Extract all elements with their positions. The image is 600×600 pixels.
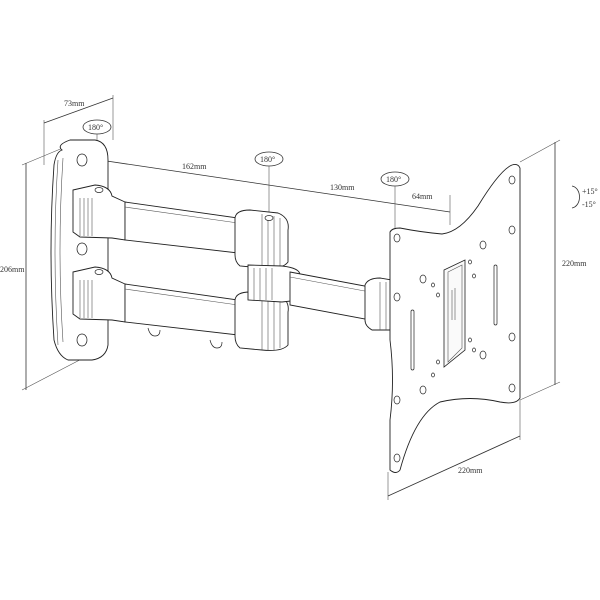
vesa-hole-icon xyxy=(508,332,516,342)
dim-wall-plate-depth: 73mm xyxy=(64,99,85,108)
vesa-hole-icon xyxy=(508,175,516,185)
vesa-hole-icon xyxy=(419,274,427,284)
dimension-lines xyxy=(21,95,561,500)
cable-clip-icon xyxy=(147,327,161,337)
wall-plate xyxy=(50,139,109,361)
rotation-callout-head: 180° xyxy=(380,171,410,232)
rotation-middle-pivot-label: 180° xyxy=(260,155,275,164)
dim-arm-segment-2: 130mm xyxy=(330,183,355,192)
dim-arm-segment-3: 64mm xyxy=(412,192,433,201)
tilt-arc-icon xyxy=(571,185,580,209)
vesa-slot-icon xyxy=(410,309,415,371)
forward-arm xyxy=(247,264,393,331)
tilt-up-label: +15° xyxy=(582,187,598,196)
rotation-callout-middle: 180° xyxy=(254,151,284,218)
vesa-hole-icon xyxy=(393,233,401,243)
tilt-indicator: +15° -15° xyxy=(571,185,598,209)
vesa-hole-icon xyxy=(419,385,427,395)
upper-arm xyxy=(72,184,289,269)
cable-clip-icon xyxy=(209,339,223,349)
wall-plate-hole-icon xyxy=(76,333,88,347)
dim-vesa-plate-width: 220mm xyxy=(458,466,483,475)
dim-wall-plate-height: 206mm xyxy=(0,265,25,274)
vesa-plate xyxy=(389,163,521,473)
vesa-hole-icon xyxy=(508,383,516,393)
tilt-down-label: -15° xyxy=(582,200,596,209)
vesa-hole-icon xyxy=(508,225,516,235)
dim-vesa-plate-height: 220mm xyxy=(562,259,587,268)
vesa-hole-icon xyxy=(479,350,487,360)
vesa-hole-icon xyxy=(393,395,401,405)
rotation-head-pivot-label: 180° xyxy=(386,175,401,184)
wall-plate-hole-icon xyxy=(76,153,88,167)
dim-arm-segment-1: 162mm xyxy=(182,162,207,171)
rotation-wall-pivot-label: 180° xyxy=(88,123,103,132)
vesa-hole-icon xyxy=(393,292,401,302)
lower-arm xyxy=(72,266,289,351)
vesa-hole-icon xyxy=(479,240,487,250)
vesa-slot-icon xyxy=(493,264,498,326)
vesa-hole-icon xyxy=(393,453,401,463)
wall-plate-hole-icon xyxy=(76,242,88,256)
